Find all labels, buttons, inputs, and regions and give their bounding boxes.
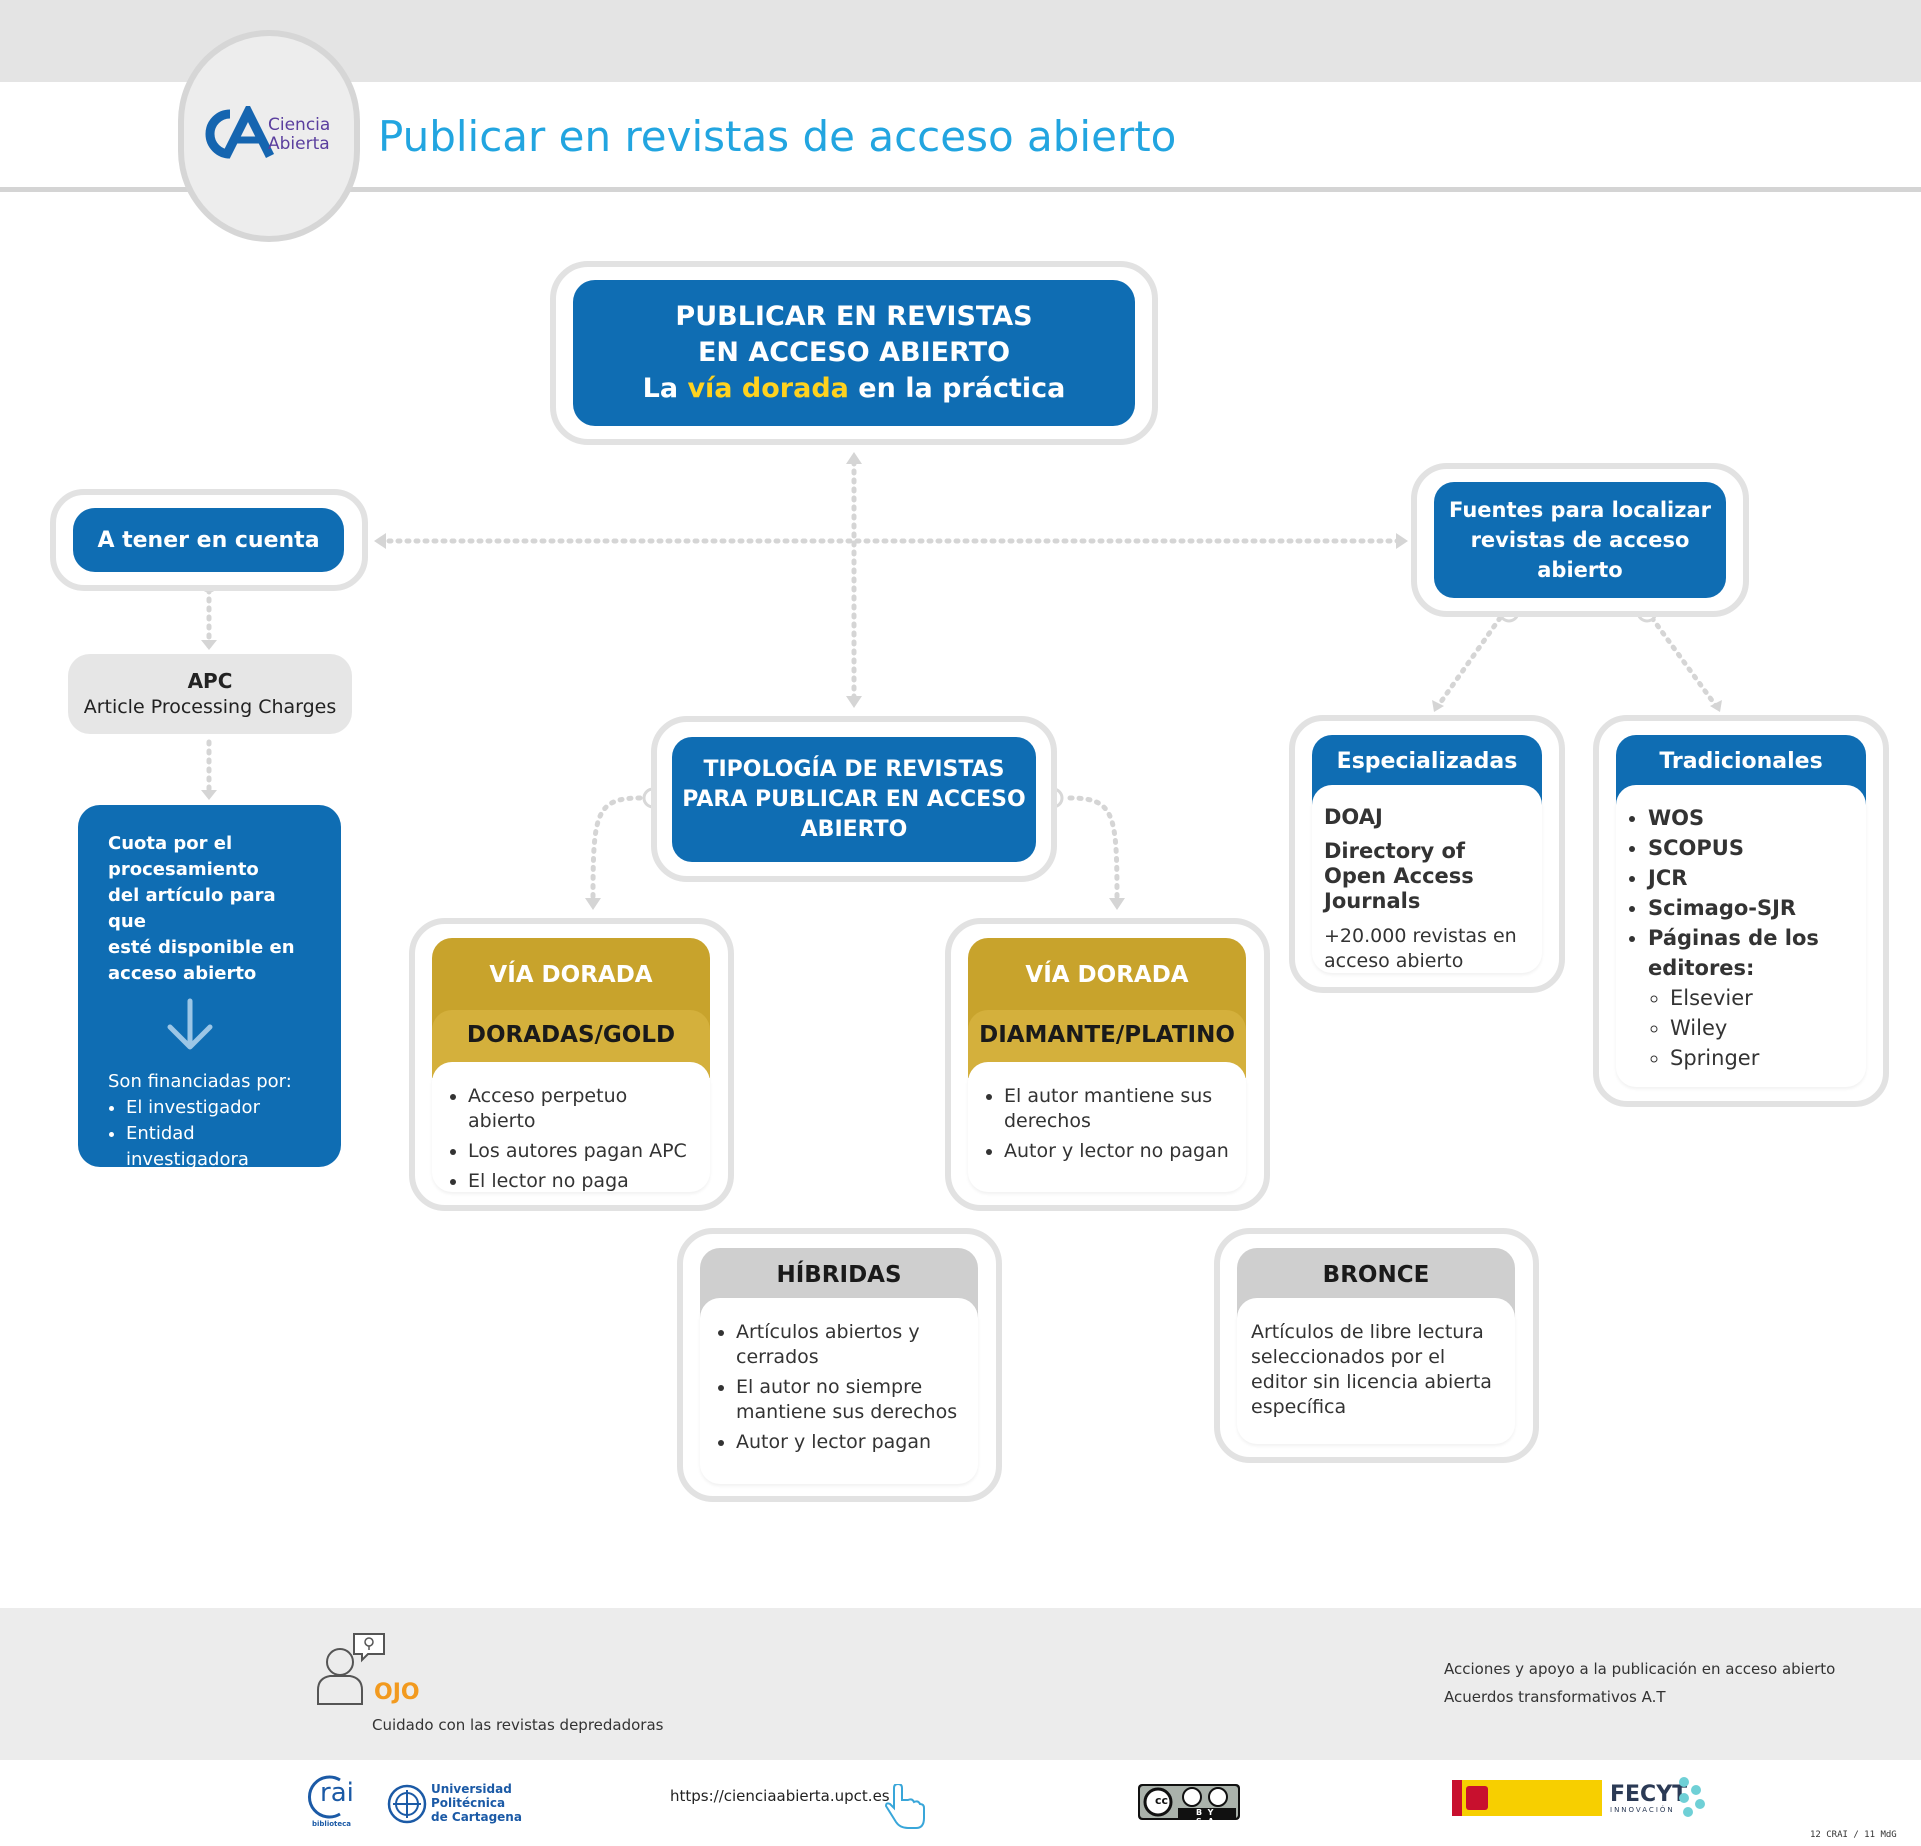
tipologia-line2: PARA PUBLICAR EN ACCESO	[682, 786, 1026, 812]
ojo-subtitle: Cuidado con las revistas depredadoras	[372, 1716, 664, 1734]
acuerdos-link[interactable]: Acuerdos transformativos A.T	[1444, 1688, 1666, 1706]
bronce-body: Artículos de libre lectura seleccionados…	[1237, 1298, 1515, 1444]
diamond-card-list: El autor mantiene sus derechos Autor y l…	[982, 1084, 1232, 1164]
main-box: PUBLICAR EN REVISTAS EN ACCESO ABIERTO L…	[573, 280, 1135, 426]
list-item: El autor mantiene sus derechos	[1004, 1084, 1232, 1134]
editores-label: Páginas de los editores:	[1648, 926, 1819, 980]
list-item: El lector no paga	[468, 1169, 696, 1194]
cc-license-badge: cc BY SA	[1138, 1784, 1240, 1826]
main-line1: PUBLICAR EN REVISTAS	[675, 301, 1033, 332]
financiadas-label: Son financiadas por:	[108, 1071, 292, 1092]
cuota-line: procesamiento	[108, 859, 259, 880]
coat-of-arms-icon	[1466, 1786, 1488, 1810]
list-item: Los autores pagan APC	[468, 1139, 696, 1164]
bronce-text: Artículos de libre lectura seleccionados…	[1251, 1321, 1492, 1418]
list-item: SCOPUS	[1648, 833, 1856, 863]
fecyt-subtext: INNOVACIÓN	[1610, 1806, 1675, 1814]
diamond-card-body: El autor mantiene sus derechos Autor y l…	[968, 1062, 1246, 1192]
list-item: Scimago-SJR	[1648, 893, 1856, 923]
apc-subtitle: Article Processing Charges	[83, 696, 337, 718]
header-rule	[0, 187, 1921, 192]
logo-text-line2: Abierta	[268, 134, 330, 154]
ministerio-logo	[1452, 1780, 1602, 1816]
upct-line2: Politécnica	[431, 1796, 506, 1810]
logo-text: Ciencia Abierta	[268, 116, 330, 154]
list-item: Páginas de los editores: Elsevier Wiley …	[1648, 923, 1856, 1073]
crai-text: rai	[320, 1778, 354, 1808]
cc-label: BY SA	[1196, 1808, 1220, 1826]
tipologia-line3: ABIERTO	[800, 816, 908, 842]
fecyt-dots-icon	[1679, 1777, 1705, 1817]
website-link[interactable]: https://cienciaabierta.upct.es	[670, 1787, 890, 1805]
fuentes-box: Fuentes para localizar revistas de acces…	[1434, 482, 1726, 598]
editores-list: Elsevier Wiley Springer	[1648, 983, 1856, 1073]
cuota-line: del artículo para que	[108, 885, 276, 932]
cuota-line: Cuota por el	[108, 833, 233, 854]
crai-logo-icon	[308, 1775, 341, 1819]
list-item: El investigador	[126, 1095, 311, 1121]
page-title: Publicar en revistas de acceso abierto	[378, 112, 1177, 161]
tradicionales-body: WOS SCOPUS JCR Scimago-SJR Páginas de lo…	[1616, 785, 1866, 1087]
upct-line3: de Cartagena	[431, 1810, 522, 1824]
main-line3-post: en la práctica	[848, 373, 1066, 404]
main-line3: La vía dorada en la práctica	[643, 371, 1066, 407]
cuota-box: Cuota por el procesamiento del artículo …	[78, 805, 341, 1170]
doaj-full-name: Directory of Open Access Journals	[1324, 839, 1474, 913]
financiadas-list: El investigador Entidad investigadora	[108, 1095, 311, 1173]
doaj-label: DOAJ	[1324, 805, 1383, 829]
main-line2: EN ACCESO ABIERTO	[697, 337, 1011, 368]
main-line3-highlight: vía dorada	[687, 373, 849, 404]
tradicionales-list: WOS SCOPUS JCR Scimago-SJR Páginas de lo…	[1626, 803, 1856, 1073]
credit-stamp: 12 CRAI / 11 MdG	[1810, 1830, 1897, 1840]
fecyt-logo-text: FECYT	[1610, 1782, 1688, 1807]
cuota-line: esté disponible en	[108, 937, 295, 958]
cuota-line: acceso abierto	[108, 963, 257, 984]
ojo-title: OJO	[374, 1680, 420, 1705]
crai-logo: rai biblioteca	[306, 1774, 354, 1828]
logo-text-line1: Ciencia	[268, 115, 331, 135]
crai-sub: biblioteca	[312, 1820, 351, 1828]
tipologia-box: TIPOLOGÍA DE REVISTAS PARA PUBLICAR EN A…	[672, 737, 1036, 862]
upct-logo-text: Universidad Politécnica de Cartagena	[431, 1782, 522, 1824]
list-item: Autor y lector no pagan	[1004, 1139, 1232, 1164]
hibridas-body: Artículos abiertos y cerrados El autor n…	[700, 1298, 978, 1484]
upct-seal-icon	[387, 1784, 427, 1824]
list-item: WOS	[1648, 803, 1856, 833]
list-item: Autor y lector pagan	[736, 1430, 964, 1455]
fuentes-line3: abierto	[1537, 558, 1623, 582]
list-item: El autor no siempre mantiene sus derecho…	[736, 1375, 964, 1425]
cc-text: cc	[1155, 1794, 1169, 1807]
flag-stripe	[1452, 1780, 1462, 1816]
upct-line1: Universidad	[431, 1782, 512, 1796]
apc-title: APC	[187, 669, 233, 693]
gold-card-list: Acceso perpetuo abierto Los autores paga…	[446, 1084, 696, 1194]
list-item: Artículos abiertos y cerrados	[736, 1320, 964, 1370]
list-item: Springer	[1670, 1043, 1856, 1073]
arrow-down-icon	[167, 998, 213, 1050]
list-item: Acceso perpetuo abierto	[468, 1084, 696, 1134]
acciones-link[interactable]: Acciones y apoyo a la publicación en acc…	[1444, 1660, 1836, 1678]
fuentes-line2: revistas de acceso	[1470, 528, 1690, 552]
tipologia-line1: TIPOLOGÍA DE REVISTAS	[703, 756, 1005, 782]
especializadas-body: DOAJ Directory of Open Access Journals +…	[1312, 785, 1542, 973]
fuentes-line1: Fuentes para localizar	[1449, 498, 1711, 522]
pointer-hand-icon	[884, 1784, 925, 1829]
tener-en-cuenta-box: A tener en cuenta	[73, 508, 344, 572]
person-idea-icon	[317, 1633, 385, 1705]
list-item: Elsevier	[1670, 983, 1856, 1013]
list-item: Entidad investigadora	[126, 1121, 311, 1173]
list-item: Wiley	[1670, 1013, 1856, 1043]
apc-box: APC Article Processing Charges	[68, 654, 352, 734]
cc-by-sa-icon	[1140, 1786, 1238, 1818]
cuota-heading: Cuota por el procesamiento del artículo …	[108, 831, 311, 987]
doaj-count: +20.000 revistas en acceso abierto	[1324, 925, 1517, 972]
list-item: JCR	[1648, 863, 1856, 893]
hibridas-list: Artículos abiertos y cerrados El autor n…	[714, 1320, 964, 1455]
gold-card-body: Acceso perpetuo abierto Los autores paga…	[432, 1062, 710, 1192]
footer-band	[0, 1608, 1921, 1760]
ciencia-abierta-logo-icon	[205, 106, 275, 159]
main-line3-pre: La	[642, 373, 688, 404]
